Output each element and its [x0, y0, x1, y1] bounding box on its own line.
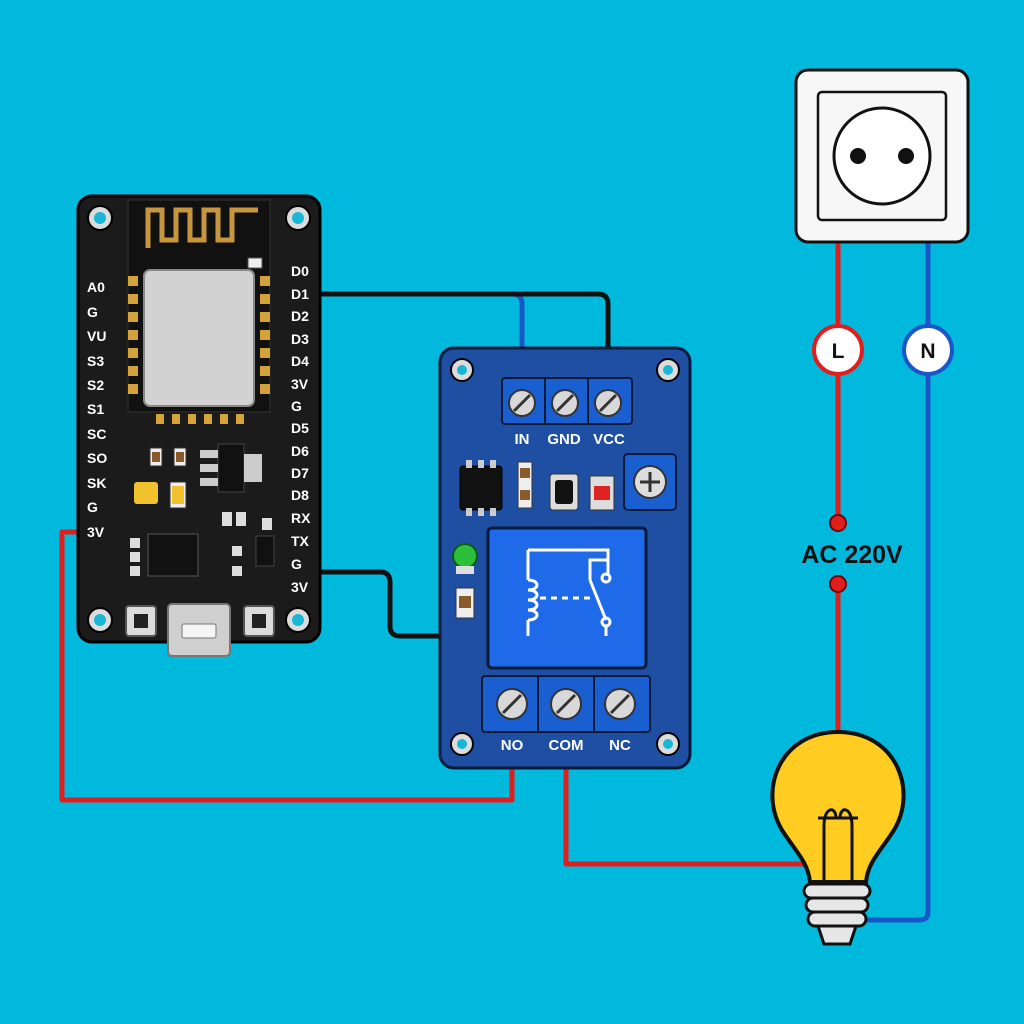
neutral-label: N	[920, 340, 935, 363]
wires	[59, 237, 931, 923]
wire-neutral	[865, 237, 931, 923]
esp-pin-label: D6	[291, 443, 309, 459]
mounting-hole-icon	[450, 358, 680, 756]
antenna-icon	[145, 207, 258, 248]
terminal-label-gnd: GND	[547, 431, 581, 448]
screw-terminal-icon[interactable]	[594, 389, 622, 417]
esp-pin-label: SC	[87, 426, 106, 442]
status-led	[452, 543, 478, 574]
terminal-label-in: IN	[515, 431, 530, 448]
esp-pin-label: G	[291, 556, 302, 572]
esp-pin-label: S2	[87, 377, 104, 393]
flash-button[interactable]	[243, 605, 275, 637]
screw-terminal-icon[interactable]	[550, 688, 582, 720]
esp-pin-label: 3V	[87, 524, 105, 540]
reset-button[interactable]	[125, 605, 157, 637]
relay-components	[452, 453, 677, 619]
wire-3v-to-no	[59, 529, 515, 803]
rf-shield	[143, 269, 255, 407]
esp-pin-label: G	[87, 304, 98, 320]
light-bulb-icon	[770, 729, 906, 946]
esp-components	[130, 443, 275, 577]
ac-voltage-label: AC 220V	[801, 541, 903, 569]
screw-terminal-icon[interactable]	[508, 389, 536, 417]
esp-pin-label: G	[291, 398, 302, 414]
relay-coil-icon	[526, 548, 610, 636]
esp-right-pin-labels: D0 D1 D2 D3 D4 3V G D5 D6 D7 D8 RX TX G …	[291, 263, 311, 595]
terminal-label-vcc: VCC	[593, 431, 625, 448]
wifi-module	[127, 199, 271, 413]
screw-terminal-icon[interactable]	[604, 688, 636, 720]
esp-pin-label: VU	[87, 328, 106, 344]
screw-terminal-icon[interactable]	[496, 688, 528, 720]
usb-serial-chip	[147, 533, 199, 577]
esp-pin-label: SO	[87, 450, 107, 466]
esp-pin-label: A0	[87, 279, 105, 295]
esp-board: A0 G VU S3 S2 S1 SC SO SK G 3V D0 D1 D2 …	[76, 194, 322, 657]
esp-pin-label: D2	[291, 308, 309, 324]
esp-pin-label: S3	[87, 353, 104, 369]
relay-block	[486, 526, 648, 670]
relay-module: IN GND VCC	[438, 346, 692, 770]
esp-pin-label: D3	[291, 331, 309, 347]
esp-pin-label: 3V	[291, 579, 309, 595]
mounting-hole-icon	[87, 205, 311, 633]
screw-terminal-icon[interactable]	[551, 389, 579, 417]
esp-pin-label: D5	[291, 420, 309, 436]
line-marker: L	[812, 324, 864, 376]
terminal-label-nc: NC	[609, 737, 631, 754]
line-label: L	[832, 340, 845, 363]
module-castellations	[128, 276, 270, 424]
esp-pin-label: D7	[291, 465, 309, 481]
esp-pin-label: S1	[87, 401, 104, 417]
esp-pin-label: D1	[291, 286, 309, 302]
potentiometer-icon[interactable]	[623, 453, 677, 511]
esp-pin-label: D4	[291, 353, 309, 369]
wire-com-to-bulb	[563, 759, 811, 867]
input-terminal-block	[501, 377, 633, 425]
output-terminal-block	[481, 675, 651, 733]
neutral-marker: N	[902, 324, 954, 376]
esp-pin-label: G	[87, 499, 98, 515]
esp-left-pin-labels: A0 G VU S3 S2 S1 SC SO SK G 3V	[87, 279, 107, 540]
relay-switch-icon	[540, 558, 612, 636]
esp-pin-label: D8	[291, 487, 309, 503]
wire-gnd	[315, 569, 445, 639]
optocoupler-chip	[459, 465, 503, 511]
terminal-label-com: COM	[549, 737, 584, 754]
ac-supply: AC 220V	[801, 514, 903, 593]
esp-pin-label: D0	[291, 263, 309, 279]
esp-pin-label: 3V	[291, 376, 309, 392]
wire-vcc	[315, 291, 611, 381]
terminal-label-no: NO	[501, 737, 524, 754]
esp-pin-label: TX	[291, 533, 310, 549]
esp-pin-label: SK	[87, 475, 106, 491]
esp-pin-label: RX	[291, 510, 311, 526]
wall-socket-icon	[794, 68, 970, 244]
